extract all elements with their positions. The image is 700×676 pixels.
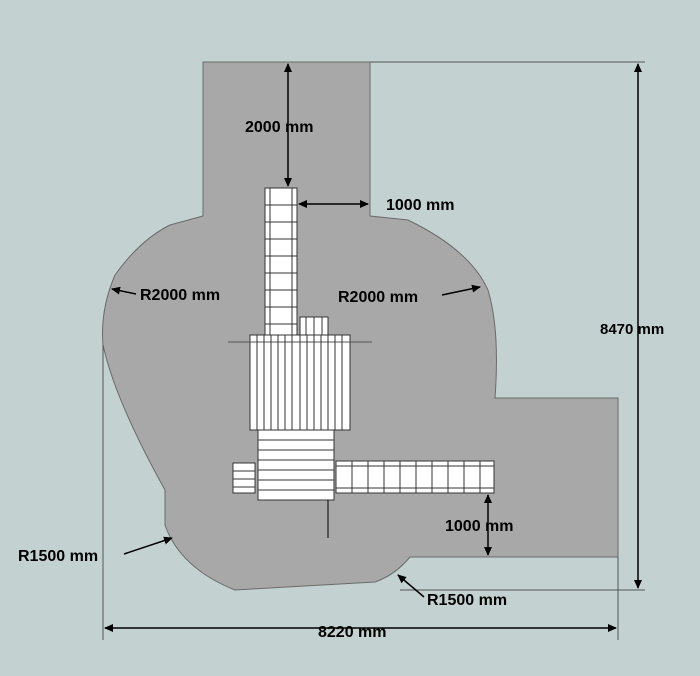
label-top-gap: 2000 mm bbox=[245, 119, 314, 136]
play-structure bbox=[228, 187, 495, 538]
label-radius-left-upper: R2000 mm bbox=[140, 287, 220, 304]
radius-bottom-leader bbox=[397, 574, 425, 598]
radius-left-lower-leader bbox=[123, 536, 173, 555]
tower-deck bbox=[257, 429, 335, 538]
side-slide bbox=[335, 460, 495, 494]
label-radius-left-lower: R1500 mm bbox=[18, 548, 98, 565]
upper-slide bbox=[264, 187, 298, 337]
label-radius-right-upper: R2000 mm bbox=[338, 289, 418, 306]
label-side-gap-top: 1000 mm bbox=[386, 197, 455, 214]
dimension-arrows bbox=[104, 63, 642, 632]
label-overall-height: 8470 mm bbox=[600, 321, 664, 338]
ladder-small bbox=[299, 316, 329, 336]
tower-roof bbox=[228, 334, 372, 431]
label-bottom-gap: 1000 mm bbox=[445, 518, 514, 535]
safety-zone bbox=[102, 61, 619, 591]
radius-left-upper-leader bbox=[111, 286, 137, 295]
ladder-left bbox=[232, 462, 256, 494]
label-overall-width: 8220 mm bbox=[318, 624, 387, 641]
label-radius-bottom: R1500 mm bbox=[427, 592, 507, 609]
extension-lines bbox=[102, 61, 645, 640]
radius-right-upper-leader bbox=[441, 284, 481, 296]
